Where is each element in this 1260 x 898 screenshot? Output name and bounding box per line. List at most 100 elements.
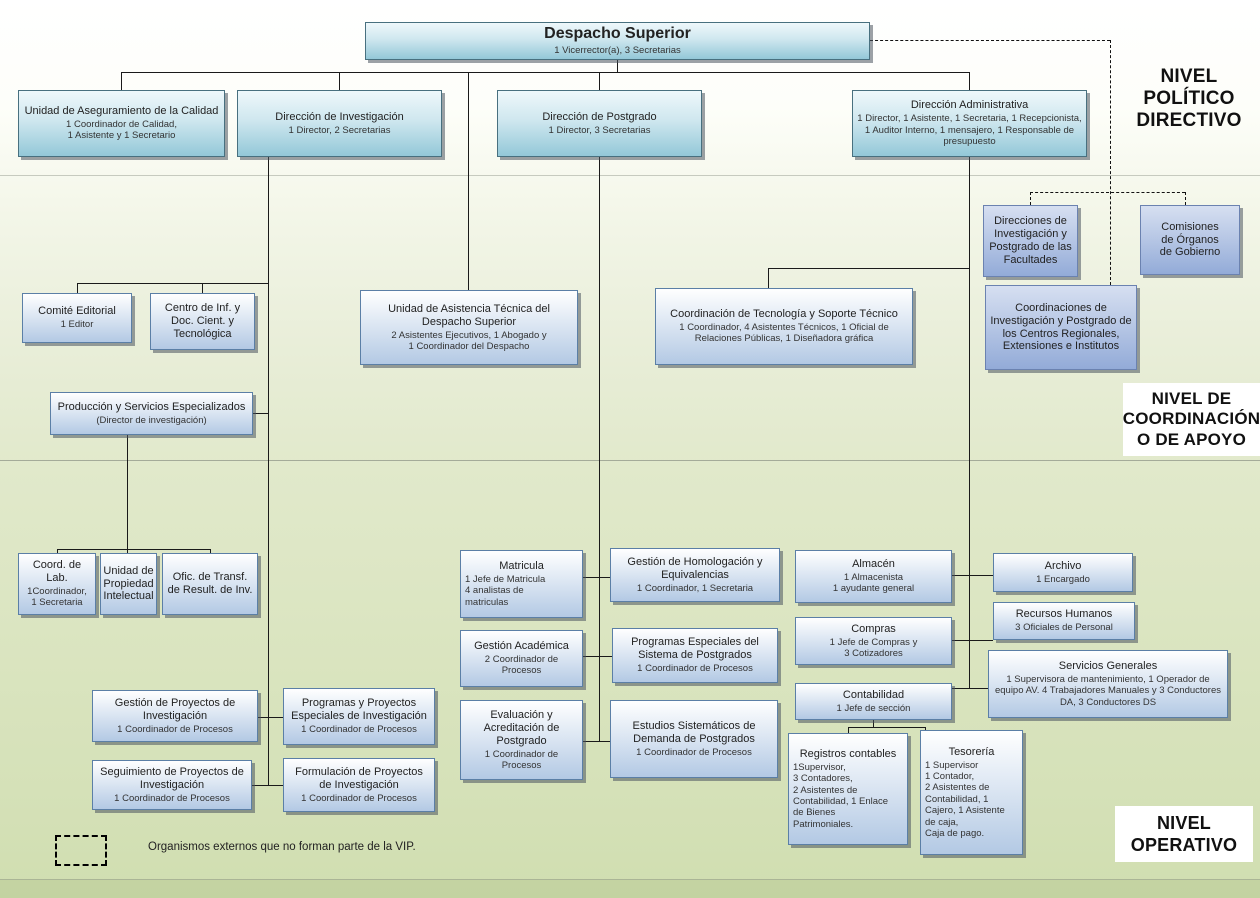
node-gestion-proyectos[interactable]: Gestión de Proyectos de Investigación 1 … — [92, 690, 258, 742]
node-title: Recursos Humanos — [1015, 608, 1113, 621]
node-title: Tesorería — [948, 745, 995, 758]
node-subtitle: 1 Vicerrector(a), 3 Secretarias — [554, 45, 681, 57]
node-title: Gestión Académica — [474, 640, 569, 653]
node-title: Formulación de Proyectos de Investigació… — [295, 765, 423, 791]
node-title: Compras — [851, 622, 896, 635]
connector-line — [339, 72, 340, 90]
node-direccion-postgrado[interactable]: Dirección de Postgrado 1 Director, 3 Sec… — [497, 90, 702, 157]
node-despacho-superior[interactable]: Despacho Superior 1 Vicerrector(a), 3 Se… — [365, 22, 870, 60]
node-registros-contables[interactable]: Registros contables 1Supervisor, 3 Conta… — [788, 733, 908, 845]
connector-line — [127, 435, 128, 553]
node-coord-laboratorios[interactable]: Coord. de Lab. 1Coordinador, 1 Secretari… — [18, 553, 96, 615]
node-title: Contabilidad — [842, 688, 905, 701]
node-subtitle: 2 Coordinador de Procesos — [484, 654, 559, 677]
connector-line — [121, 72, 969, 73]
node-servicios-generales[interactable]: Servicios Generales 1 Supervisora de man… — [988, 650, 1228, 718]
node-subtitle: 1 Director, 1 Asistente, 1 Secretaria, 1… — [857, 113, 1082, 148]
node-formulacion-proyectos[interactable]: Formulación de Proyectos de Investigació… — [283, 758, 435, 812]
node-estudios-sistematicos[interactable]: Estudios Sistemáticos de Demanda de Post… — [610, 700, 778, 778]
node-subtitle: 2 Asistentes Ejecutivos, 1 Abogado y 1 C… — [391, 329, 547, 352]
node-programas-especiales[interactable]: Programas Especiales del Sistema de Post… — [612, 628, 778, 683]
node-subtitle: 1 Director, 3 Secretarias — [548, 124, 651, 136]
level-divider — [0, 175, 1260, 176]
connector-line — [268, 157, 269, 786]
connector-line — [583, 577, 610, 578]
node-subtitle: 1 Coordinador, 1 Secretaria — [636, 582, 754, 594]
connector-line — [202, 283, 203, 293]
connector-line — [617, 60, 618, 73]
node-homologacion[interactable]: Gestión de Homologación y Equivalencias … — [610, 548, 780, 602]
external-connector-line — [1030, 192, 1031, 205]
node-archivo[interactable]: Archivo 1 Encargado — [993, 553, 1133, 592]
node-subtitle: 1 Jefe de Matricula 4 analistas de matri… — [465, 573, 546, 608]
node-asistencia-tecnica[interactable]: Unidad de Asistencia Técnica del Despach… — [360, 290, 578, 365]
node-title: Centro de Inf. y Doc. Cient. y Tecnológi… — [164, 302, 241, 340]
node-subtitle: 1 Coordinador de Procesos — [117, 723, 233, 735]
connector-line — [969, 157, 970, 688]
connector-line — [599, 157, 600, 741]
node-produccion-servicios[interactable]: Producción y Servicios Especializados (D… — [50, 392, 253, 435]
connector-line — [952, 688, 988, 689]
label-nivel-coordinacion: NIVEL DE COORDINACIÓN O DE APOYO — [1123, 383, 1260, 456]
label-nivel-politico: NIVEL POLÍTICO DIRECTIVO — [1136, 66, 1242, 131]
connector-line — [768, 268, 769, 288]
node-title: Archivo — [1044, 559, 1082, 572]
node-comite-editorial[interactable]: Comité Editorial 1 Editor — [22, 293, 132, 343]
node-title: Unidad de Asistencia Técnica del Despach… — [388, 302, 550, 328]
connector-line — [873, 720, 874, 727]
node-subtitle: 1 Coordinador, 4 Asistentes Técnicos, 1 … — [679, 322, 889, 345]
node-title: Dirección de Investigación — [275, 110, 404, 123]
node-unidad-aseguramiento[interactable]: Unidad de Aseguramiento de la Calidad 1 … — [18, 90, 225, 157]
connector-line — [258, 717, 283, 718]
node-matricula[interactable]: Matricula 1 Jefe de Matricula 4 analista… — [460, 550, 583, 618]
node-subtitle: 1 Coordinador de Procesos — [301, 724, 417, 736]
node-title: Registros contables — [799, 747, 897, 760]
node-programas-proyectos[interactable]: Programas y Proyectos Especiales de Inve… — [283, 688, 435, 745]
connector-line — [583, 656, 612, 657]
node-almacen[interactable]: Almacén 1 Almacenista 1 ayudante general — [795, 550, 952, 603]
connector-line — [599, 72, 600, 90]
node-transferencia-resultados[interactable]: Ofic. de Transf. de Result. de Inv. — [162, 553, 258, 615]
node-coordinaciones-centros[interactable]: Coordinaciones de Investigación y Postgr… — [985, 285, 1137, 370]
external-connector-line — [1030, 192, 1185, 193]
node-title: Direcciones de Investigación y Postgrado… — [989, 215, 1072, 266]
node-tesoreria[interactable]: Tesorería 1 Supervisor 1 Contador, 2 Asi… — [920, 730, 1023, 855]
node-gestion-academica[interactable]: Gestión Académica 2 Coordinador de Proce… — [460, 630, 583, 687]
node-contabilidad[interactable]: Contabilidad 1 Jefe de sección — [795, 683, 952, 720]
external-connector-line — [870, 40, 1110, 41]
connector-line — [768, 268, 969, 269]
node-compras[interactable]: Compras 1 Jefe de Compras y 3 Cotizadore… — [795, 617, 952, 665]
node-subtitle: 1 Coordinador de Procesos — [484, 748, 559, 771]
bottom-strip — [0, 879, 1260, 898]
node-comisiones-gobierno[interactable]: Comisiones de Órganos de Gobierno — [1140, 205, 1240, 275]
node-subtitle: 1 Almacenista 1 ayudante general — [832, 572, 915, 595]
node-tecnologia-soporte[interactable]: Coordinación de Tecnología y Soporte Téc… — [655, 288, 913, 365]
connector-line — [77, 283, 268, 284]
node-title: Evaluación y Acreditación de Postgrado — [483, 708, 560, 747]
connector-line — [848, 727, 849, 733]
external-connector-line — [1185, 192, 1186, 205]
node-direcciones-facultades[interactable]: Direcciones de Investigación y Postgrado… — [983, 205, 1078, 277]
node-direccion-investigacion[interactable]: Dirección de Investigación 1 Director, 2… — [237, 90, 442, 157]
node-centro-informacion[interactable]: Centro de Inf. y Doc. Cient. y Tecnológi… — [150, 293, 255, 350]
node-subtitle: 1 Supervisor 1 Contador, 2 Asistentes de… — [925, 759, 1005, 839]
node-seguimiento-proyectos[interactable]: Seguimiento de Proyectos de Investigació… — [92, 760, 252, 810]
connector-line — [252, 785, 283, 786]
node-subtitle: (Director de investigación) — [96, 414, 207, 426]
connector-line — [468, 72, 469, 290]
node-evaluacion-acreditacion[interactable]: Evaluación y Acreditación de Postgrado 1… — [460, 700, 583, 780]
connector-line — [848, 727, 925, 728]
node-title: Coordinación de Tecnología y Soporte Téc… — [670, 308, 898, 321]
node-title: Seguimiento de Proyectos de Investigació… — [100, 765, 244, 791]
node-title: Servicios Generales — [1058, 659, 1158, 672]
connector-line — [969, 72, 970, 90]
node-direccion-administrativa[interactable]: Dirección Administrativa 1 Director, 1 A… — [852, 90, 1087, 157]
external-connector-line — [1110, 40, 1111, 285]
connector-line — [57, 549, 210, 550]
legend-text: Organismos externos que no forman parte … — [148, 841, 416, 853]
connector-line — [583, 741, 610, 742]
node-propiedad-intelectual[interactable]: Unidad de Propiedad Intelectual — [100, 553, 157, 615]
node-title: Gestión de Proyectos de Investigación — [114, 696, 236, 722]
node-subtitle: 1 Coordinador de Procesos — [636, 746, 752, 758]
node-recursos-humanos[interactable]: Recursos Humanos 3 Oficiales de Personal — [993, 602, 1135, 640]
